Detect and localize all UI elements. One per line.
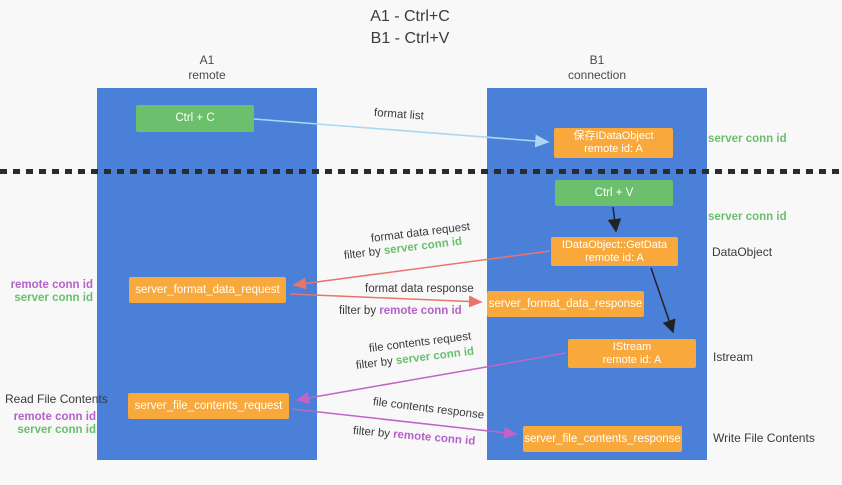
- left-conn-ids-bottom: remote conn id server conn id: [14, 411, 96, 437]
- save-idataobject-node: 保存IDataObject remote id: A: [554, 128, 673, 158]
- server-file-contents-request-node: server_file_contents_request: [128, 393, 289, 419]
- server-format-data-response-node: server_format_data_response: [487, 291, 644, 317]
- remote-conn-id-text: remote conn id: [379, 305, 462, 317]
- istream-line1: IStream: [612, 340, 652, 353]
- ctrl-v-label: Ctrl + V: [594, 186, 634, 199]
- remote-conn-id-left-1: remote conn id: [10, 279, 93, 291]
- phase-separator-dotted-line: [0, 169, 842, 174]
- server-file-contents-response-label: server_file_contents_response: [524, 432, 681, 445]
- write-file-contents-label: Write File Contents: [713, 431, 815, 445]
- getdata-line1: IDataObject::GetData: [561, 238, 668, 251]
- format-data-response-arrow: [289, 293, 483, 308]
- column-b-name: B1: [589, 53, 605, 67]
- ctrl-v-node: Ctrl + V: [555, 180, 673, 206]
- column-a-subtitle: remote: [188, 68, 226, 82]
- filter-by-remote-conn-id-label-2: filter by remote conn id: [352, 425, 475, 448]
- server-conn-id-right-top: server conn id: [708, 133, 787, 145]
- ctrl-c-node: Ctrl + C: [136, 105, 254, 132]
- server-format-data-request-label: server_format_data_request: [135, 283, 280, 296]
- server-conn-id-left-2: server conn id: [17, 424, 96, 436]
- save-idataobject-line1: 保存IDataObject: [573, 130, 654, 142]
- read-file-contents-label: Read File Contents: [5, 392, 108, 406]
- server-format-data-request-node: server_format_data_request: [129, 277, 286, 303]
- server-format-data-response-label: server_format_data_response: [488, 297, 643, 310]
- filter-by-text: filter by: [339, 305, 380, 317]
- diagram-title: A1 - Ctrl+C B1 - Ctrl+V: [310, 6, 510, 50]
- column-b-subtitle: connection: [567, 68, 627, 82]
- column-b-header: B1 connection: [487, 53, 707, 83]
- server-file-contents-response-node: server_file_contents_response: [523, 426, 682, 452]
- server-conn-id-left-1: server conn id: [14, 292, 93, 304]
- remote-conn-id-left-2: remote conn id: [13, 411, 96, 423]
- dataobject-side-label: DataObject: [712, 245, 773, 259]
- column-a-header: A1 remote: [97, 53, 317, 83]
- filter-by-text: filter by: [352, 425, 394, 441]
- title-line-2: B1 - Ctrl+V: [370, 30, 450, 47]
- format-data-response-label: format data response: [365, 283, 474, 295]
- filter-by-text: filter by: [343, 245, 385, 262]
- istream-side-label: Istream: [713, 350, 754, 364]
- column-a-name: A1: [199, 53, 215, 67]
- server-file-contents-request-label: server_file_contents_request: [134, 399, 283, 412]
- format-list-label: format list: [373, 107, 425, 123]
- file-contents-response-label: file contents response: [372, 396, 485, 422]
- remote-conn-id-text: remote conn id: [392, 428, 476, 448]
- istream-line2: remote id: A: [602, 353, 662, 366]
- left-conn-ids-top: remote conn id server conn id: [11, 279, 93, 305]
- ctrl-c-label: Ctrl + C: [175, 112, 215, 124]
- title-line-1: A1 - Ctrl+C: [370, 8, 450, 25]
- server-conn-id-right-mid: server conn id: [708, 211, 787, 223]
- istream-node: IStream remote id: A: [568, 339, 696, 368]
- filter-by-text: filter by: [355, 355, 397, 372]
- idataobject-getdata-node: IDataObject::GetData remote id: A: [551, 237, 678, 266]
- filter-by-remote-conn-id-label-1: filter by remote conn id: [339, 305, 462, 317]
- getdata-line2: remote id: A: [585, 251, 644, 264]
- save-idataobject-line2: remote id: A: [584, 143, 643, 155]
